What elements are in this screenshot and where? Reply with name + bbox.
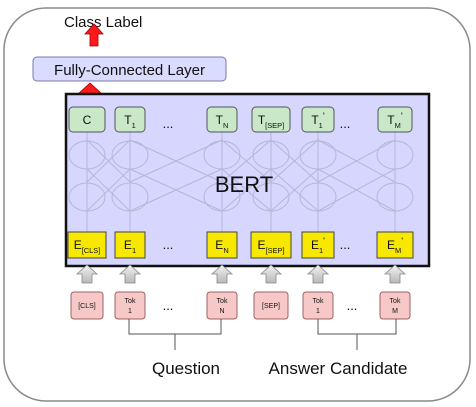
net-edge — [270, 168, 319, 212]
ellipsis-group: .................. — [163, 116, 358, 313]
embedding-label: E[CLS] — [74, 238, 101, 255]
output-box — [114, 106, 146, 133]
output-label: TN — [216, 113, 229, 130]
input-arrow — [210, 264, 234, 284]
ellipsis: ... — [163, 298, 174, 313]
embedding-row: E[CLS] E1 EN E[SEP] E1' EM' — [67, 231, 414, 259]
token-index: M — [392, 308, 398, 315]
output-label: TM' — [387, 111, 403, 130]
ellipsis: ... — [340, 237, 351, 252]
token-index: 1 — [316, 308, 320, 315]
net-edge — [129, 139, 223, 183]
token-box — [70, 291, 104, 320]
embedding-box — [206, 231, 238, 259]
output-box — [377, 106, 413, 133]
outer-frame — [3, 7, 471, 402]
output-label: C — [83, 113, 92, 127]
token-box — [253, 291, 289, 320]
output-label: T1' — [311, 111, 324, 130]
net-edge — [221, 139, 272, 183]
input-arrow — [383, 264, 407, 284]
question-label: Question — [152, 359, 220, 378]
output-row: C T1 TN T[SEP] T1' TM' — [68, 106, 413, 133]
token-box — [206, 291, 238, 320]
token-label: Tok — [390, 298, 401, 305]
brackets — [128, 319, 397, 350]
ellipsis: ... — [340, 116, 351, 131]
net-edge — [221, 168, 272, 212]
output-box — [301, 106, 335, 133]
embedding-label: EN — [215, 238, 228, 255]
output-box — [68, 106, 106, 133]
output-box — [206, 106, 238, 133]
fc-layer-box — [32, 56, 227, 82]
ellipsis: ... — [163, 116, 174, 131]
token-label: Tok — [125, 298, 136, 305]
answer-bracket — [317, 319, 397, 335]
embedding-label: EM' — [387, 236, 403, 255]
token-label: Tok — [217, 298, 228, 305]
ellipsis: ... — [163, 237, 174, 252]
net-edge — [317, 139, 396, 183]
input-arrow — [118, 264, 142, 284]
question-bracket — [128, 319, 222, 335]
transformer-network — [68, 132, 414, 232]
embedding-box — [67, 231, 107, 259]
token-box — [114, 291, 146, 320]
net-edge — [86, 168, 131, 212]
input-arrows — [75, 264, 407, 284]
net-edge — [86, 139, 131, 183]
token-label: [CLS] — [78, 303, 96, 310]
output-label: T1 — [124, 113, 135, 130]
net-edge — [317, 168, 396, 212]
embedding-box — [376, 231, 414, 259]
output-label: T[SEP] — [258, 113, 284, 130]
bert-title: BERT — [215, 172, 273, 197]
embedding-label: E[SEP] — [257, 238, 284, 255]
input-arrow — [75, 264, 99, 284]
output-box — [251, 106, 291, 133]
fc-layer-label: Fully-Connected Layer — [54, 62, 205, 79]
token-label: [SEP] — [262, 303, 280, 310]
class-label-arrow — [84, 23, 104, 47]
token-label: Tok — [313, 298, 324, 305]
embedding-label: E1 — [124, 238, 136, 255]
net-edge — [270, 139, 319, 183]
embedding-box — [301, 231, 335, 259]
class-label: Class Label — [64, 14, 142, 31]
net-edge — [129, 168, 223, 212]
ellipsis: ... — [347, 298, 358, 313]
embedding-box — [250, 231, 292, 259]
embedding-label: E1' — [311, 236, 325, 255]
input-arrow — [259, 264, 283, 284]
input-arrow — [306, 264, 330, 284]
token-index: 1 — [128, 308, 132, 315]
embedding-box — [114, 231, 146, 259]
token-index: N — [219, 308, 224, 315]
answer-candidate-label: Answer Candidate — [269, 359, 408, 378]
token-box — [379, 291, 411, 320]
